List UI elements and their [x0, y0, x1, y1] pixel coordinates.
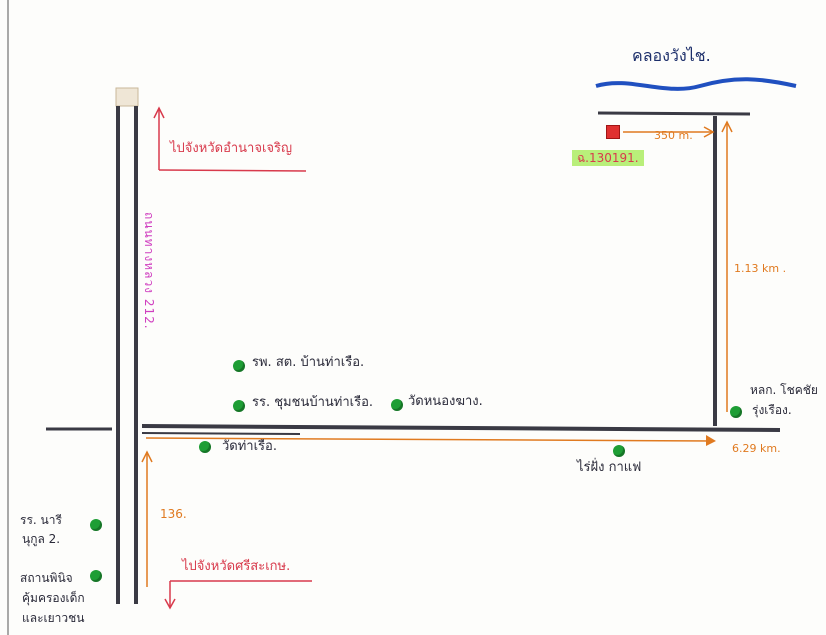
community-school-marker-icon — [233, 400, 245, 412]
arrow-amnat-head — [153, 106, 165, 119]
checkpoint-code: ฉ.130191. — [572, 150, 644, 166]
school-left-label-line2: นุกูล 2. — [22, 532, 61, 546]
wat-nong-marker-icon — [391, 399, 403, 411]
distance-top-head — [703, 126, 715, 138]
health-station-marker-icon — [233, 360, 245, 372]
wat-nong-label: วัดหนองฆาง. — [408, 394, 483, 409]
wat-tha-ruea-label: วัดท่าเรือ. — [222, 439, 277, 454]
direction-amnat-label: ไปจังหวัดอำนาจเจริญ — [170, 141, 293, 156]
childcare-label: สถานพินิจ — [20, 571, 73, 585]
intersection-label-line2: รุ่งเรือง. — [752, 403, 792, 417]
distance-136-head — [141, 450, 153, 463]
childcare-label-line2: คุ้มครองเด็ก — [22, 591, 85, 605]
distance-horizontal-head — [706, 435, 716, 446]
community-school-label: รร. ชุมชนบ้านท่าเรือ. — [252, 395, 374, 410]
coffee-shop-label: ไร่ฝั่ง กาแฟ — [577, 460, 642, 475]
river-road — [597, 111, 751, 116]
highway-212-label: ถนนทางหลวง 212. — [142, 212, 156, 330]
school-left-label: รร. นารี — [20, 513, 62, 527]
wat-tha-ruea-marker-icon — [199, 441, 211, 453]
distance-horizontal-shaft — [145, 437, 715, 442]
intersection-marker-icon — [730, 406, 742, 418]
arrow-amnat-underline — [158, 169, 307, 172]
distance-horizontal-label: 6.29 km. — [732, 442, 781, 455]
highway-212-top-cap — [115, 87, 139, 107]
river — [595, 77, 797, 91]
health-station-label: รพ. สต. บ้านท่าเรือ. — [252, 355, 365, 370]
checkpoint-marker-icon — [606, 125, 620, 139]
arrow-sisaket-head — [164, 598, 176, 610]
main-road-top — [141, 424, 781, 432]
distance-vertical-label: 1.13 km . — [734, 262, 787, 275]
intersection-label: หลก. โชคชัย — [750, 383, 818, 397]
distance-top-label: 350 m. — [654, 129, 693, 142]
childcare-label-line3: และเยาวชน — [22, 611, 85, 625]
childcare-marker-icon — [90, 570, 102, 582]
direction-sisaket-label: ไปจังหวัดศรีสะเกษ. — [182, 559, 291, 574]
coffee-shop-marker-icon — [613, 445, 625, 457]
river-label: คลองวังไช. — [632, 46, 711, 65]
school-left-marker-icon — [90, 519, 102, 531]
distance-vertical-head — [721, 120, 733, 133]
road-136-label: 136. — [160, 507, 187, 521]
main-road-bottom — [141, 432, 301, 435]
